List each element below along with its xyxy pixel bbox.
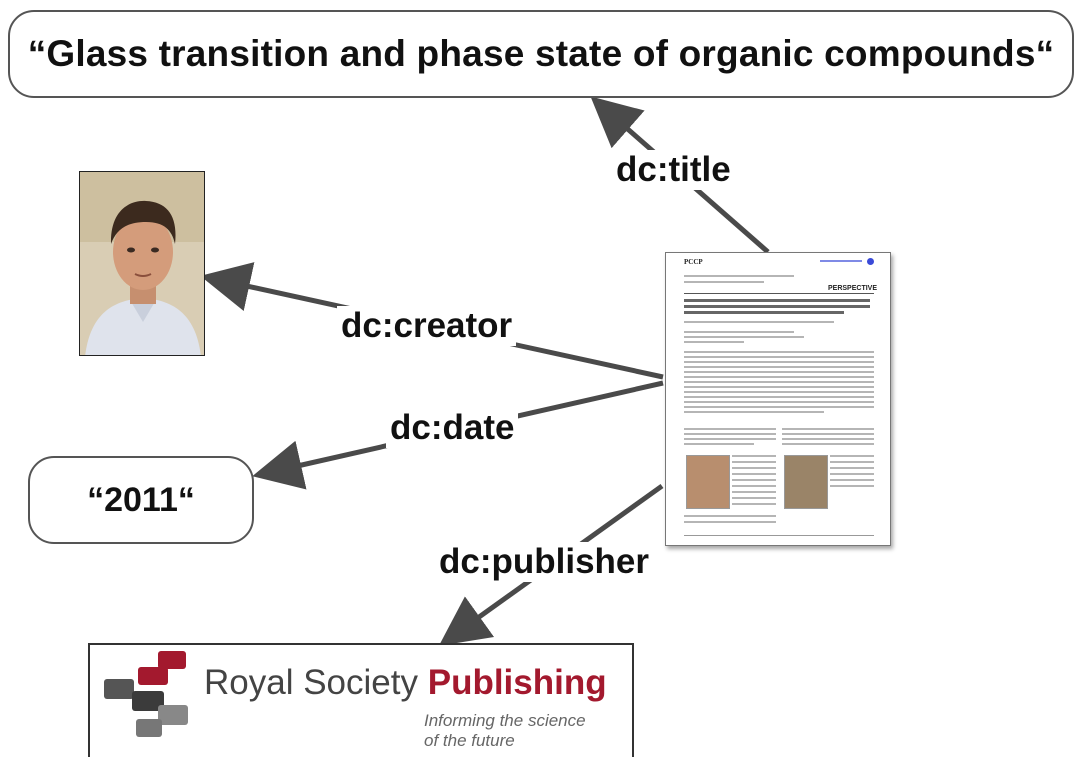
edge-label-creator: dc:creator — [337, 306, 517, 346]
publisher-tagline-line1: Informing the science — [424, 711, 586, 730]
title-literal-text: “Glass transition and phase state of org… — [27, 33, 1055, 74]
publisher-name-bold: Publishing — [427, 663, 607, 702]
publisher-tagline-line2: of the future — [424, 731, 515, 750]
paper-journal-label: PCCP — [684, 258, 703, 266]
person-portrait-icon — [80, 172, 204, 355]
paper-badge: PERSPECTIVE — [828, 285, 878, 292]
publisher-tagline: Informing the science of the future — [424, 711, 586, 751]
date-literal-node: “2011“ — [28, 456, 254, 544]
date-literal-text: “2011“ — [87, 480, 195, 519]
publisher-name: Royal Society Publishing — [204, 663, 607, 703]
paper-logo-icon — [867, 258, 874, 265]
publisher-name-light: Royal Society — [204, 663, 428, 702]
publisher-logo: Royal Society Publishing Informing the s… — [88, 643, 634, 757]
creator-photo — [79, 171, 205, 356]
title-literal-node: “Glass transition and phase state of org… — [8, 10, 1074, 98]
paper-author-photo-2 — [784, 455, 828, 509]
edge-label-title: dc:title — [612, 150, 735, 190]
edge-label-publisher: dc:publisher — [435, 542, 654, 582]
rsp-logo-mark-icon — [104, 651, 188, 737]
paper-author-photo-1 — [686, 455, 730, 509]
edge-label-date: dc:date — [386, 408, 519, 448]
paper-thumbnail: PCCP PERSPECTIVE — [665, 252, 891, 546]
